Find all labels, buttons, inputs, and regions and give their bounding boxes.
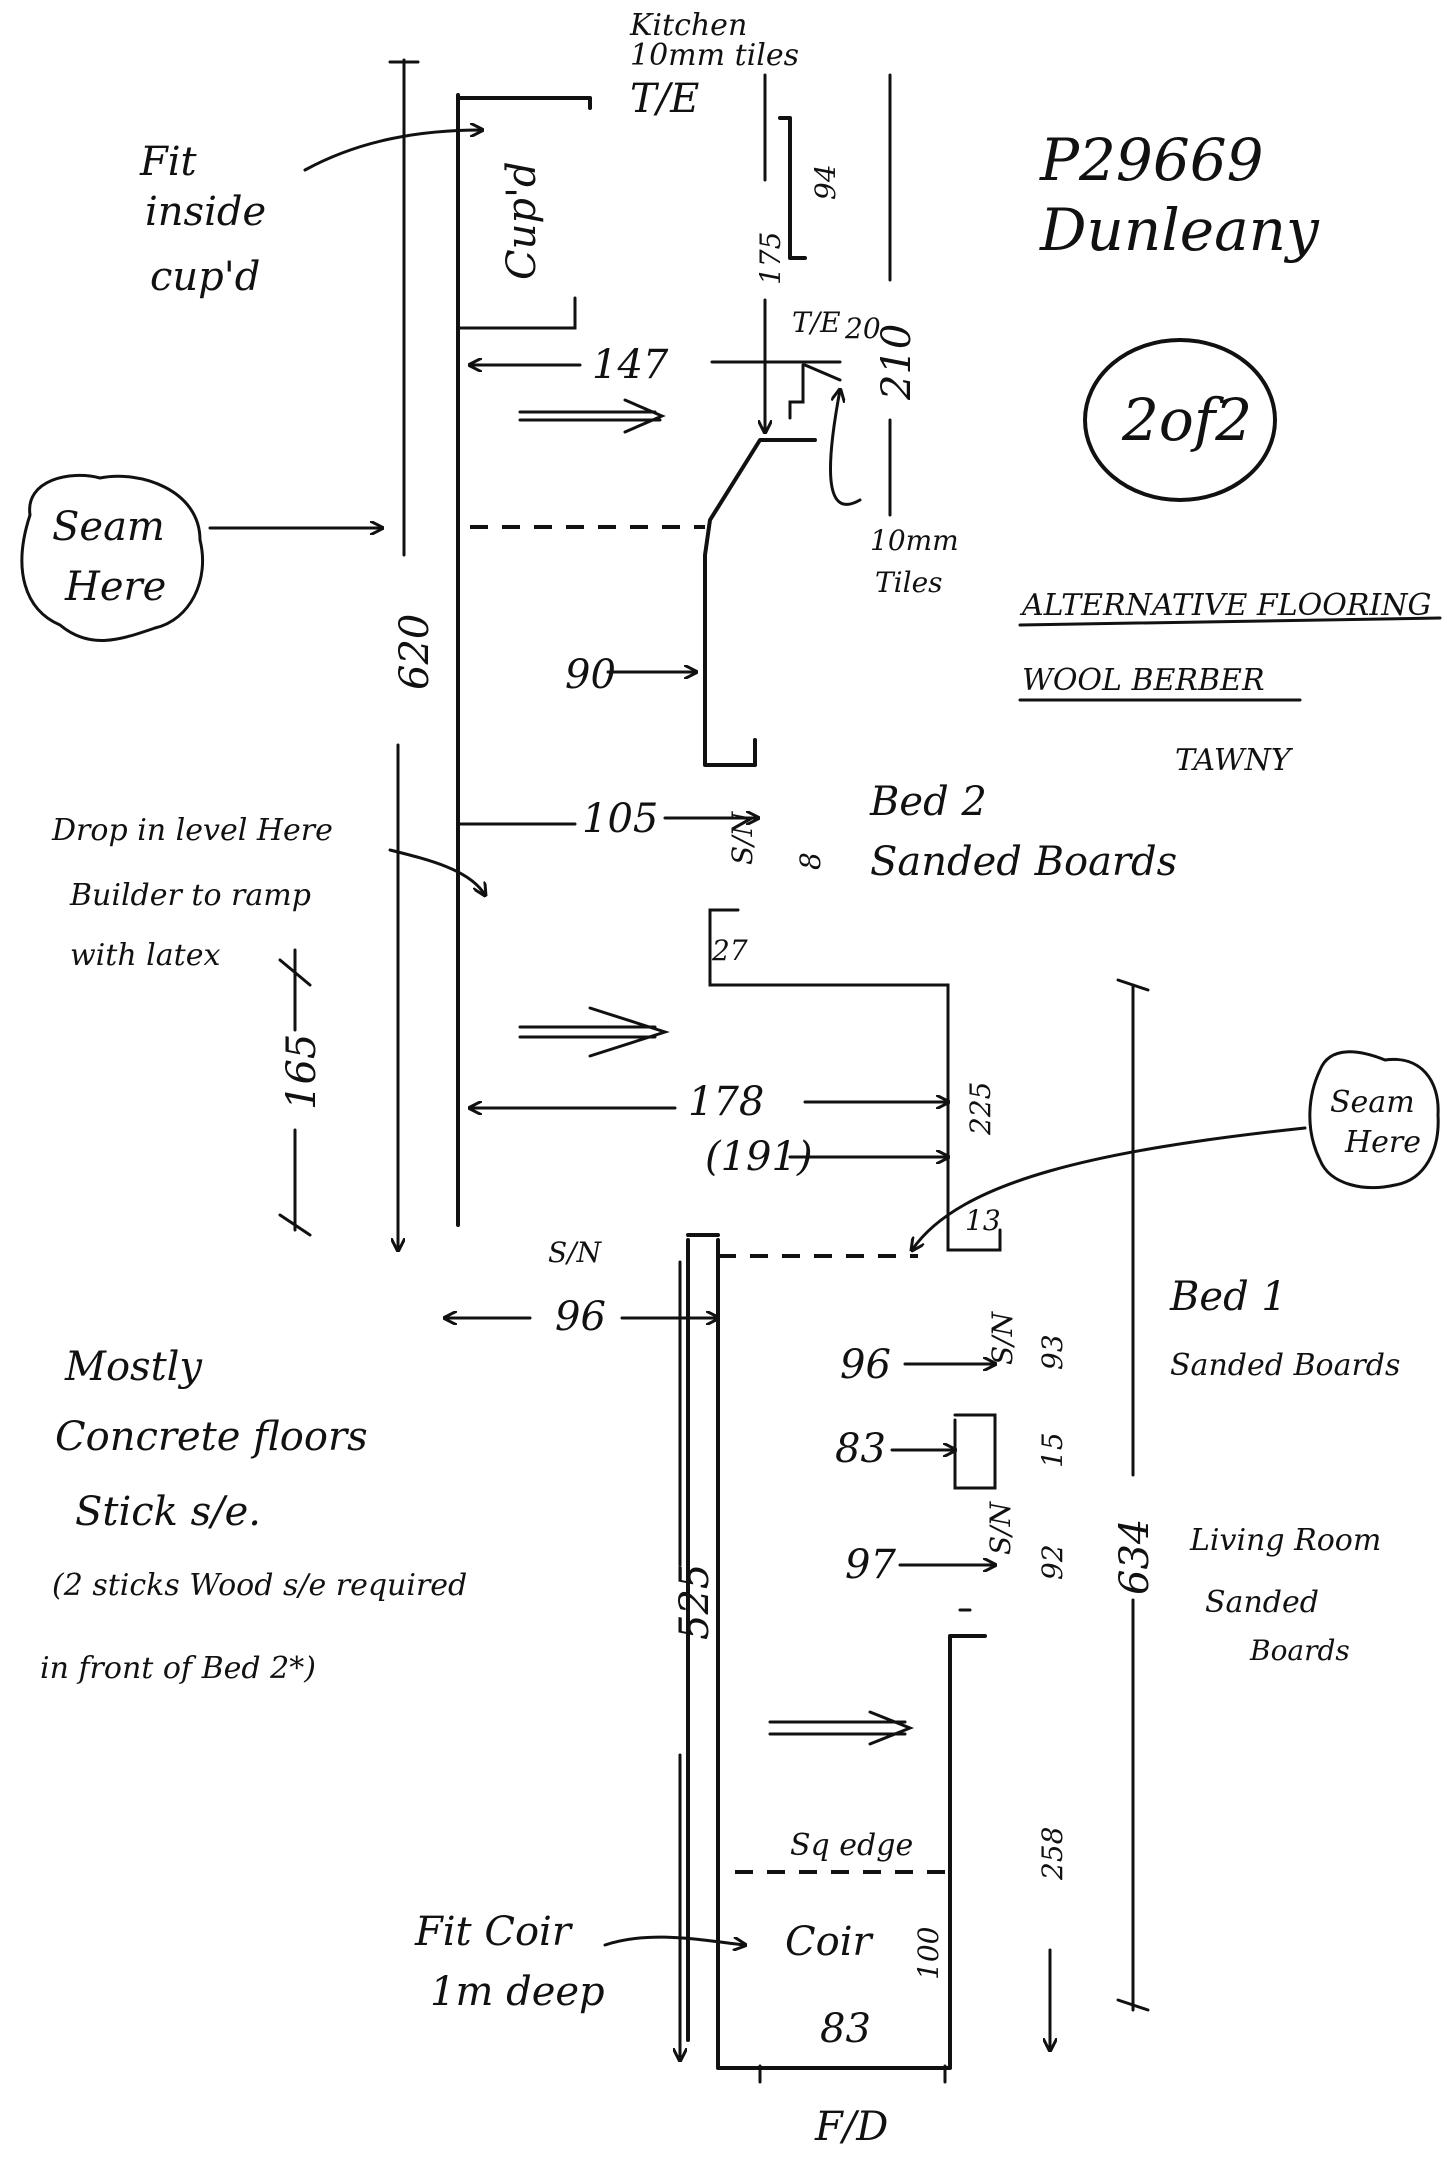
- dim-634: 634: [1112, 1519, 1158, 1595]
- flooring-colour: TAWNY: [1175, 743, 1294, 778]
- tiles-label: Tiles: [875, 566, 943, 599]
- sn-label-bed1: S/N: [986, 1310, 1019, 1365]
- flooring-underline: [1018, 616, 1442, 627]
- room-outline: [456, 93, 1002, 2070]
- sn-label-living: S/N: [984, 1500, 1017, 1555]
- dim-27: 27: [711, 934, 748, 967]
- seam-left-line1: Seam: [52, 504, 165, 550]
- drop-line3: with latex: [70, 938, 220, 973]
- fd-label: F/D: [814, 2104, 888, 2150]
- concrete-line5: in front of Bed 2*): [40, 1651, 316, 1686]
- kitchen-te-label: T/E: [630, 76, 699, 122]
- dim-100: 100: [912, 1927, 945, 1980]
- living-room-label: Living Room: [1189, 1523, 1381, 1558]
- coir-label: Coir: [785, 1919, 874, 1965]
- dim-92: 92: [1036, 1544, 1069, 1580]
- concrete-line1: Mostly: [64, 1344, 203, 1390]
- bed2-floor-label: Sanded Boards: [870, 839, 1177, 885]
- dim-13: 13: [965, 1204, 1001, 1237]
- concrete-line3: Stick s/e.: [75, 1489, 261, 1535]
- fit-inside-line2: inside: [145, 189, 266, 235]
- seam-left-line2: Here: [64, 564, 166, 610]
- dim-90: 90: [565, 652, 616, 698]
- dim-93: 93: [1036, 1334, 1069, 1370]
- drop-line2: Builder to ramp: [69, 878, 311, 913]
- drop-line1: Drop in level Here: [51, 813, 333, 848]
- sn-label-left: S/N: [548, 1236, 603, 1269]
- living-room-boards-label: Boards: [1249, 1634, 1350, 1667]
- dim-178: 178: [688, 1079, 764, 1125]
- dim-94: 94: [809, 164, 842, 200]
- flooring-range: WOOL BERBER: [1022, 663, 1265, 698]
- seam-cloud-right: [1308, 1050, 1440, 1189]
- kitchen-label: Kitchen: [629, 8, 747, 43]
- bed1-floor-label: Sanded Boards: [1170, 1348, 1400, 1383]
- sheet-number: 2of2: [1121, 386, 1252, 454]
- concrete-line2: Concrete floors: [55, 1414, 368, 1460]
- dim-20: 20: [844, 312, 881, 345]
- dim-96-left: 96: [555, 1294, 606, 1340]
- seam-right-line1: Seam: [1330, 1085, 1415, 1120]
- leader-arrows: [208, 130, 1307, 1945]
- concrete-line4: (2 sticks Wood s/e required: [52, 1568, 467, 1603]
- dim-191: (191): [705, 1134, 813, 1180]
- seam-cloud-left: [20, 473, 205, 642]
- job-ref: P29669: [1039, 126, 1264, 194]
- dim-105: 105: [582, 796, 658, 842]
- dim-83-top: 83: [835, 1426, 886, 1472]
- measure-arrows: [445, 362, 995, 1565]
- fit-coir-line1: Fit Coir: [414, 1909, 574, 1955]
- flooring-type: ALTERNATIVE FLOORING: [1019, 588, 1431, 623]
- job-name: Dunleany: [1039, 196, 1320, 264]
- dim-175: 175: [754, 232, 787, 285]
- sn-label-bed2: S/N: [726, 810, 759, 865]
- tiles-10mm-label: 10mm: [870, 524, 959, 557]
- te-label: T/E: [792, 306, 841, 339]
- pile-direction-arrows: [518, 398, 915, 1746]
- seam-right-line2: Here: [1344, 1125, 1421, 1160]
- sheet-number-circle: [1083, 338, 1277, 502]
- fit-coir-line2: 1m deep: [430, 1969, 605, 2015]
- dim-165: 165: [279, 1034, 325, 1110]
- dim-8: 8: [794, 852, 827, 870]
- dim-620: 620: [392, 614, 438, 690]
- kitchen-tiles-label: 10mm tiles: [630, 38, 799, 73]
- dim-210: 210: [874, 324, 920, 401]
- dim-147: 147: [592, 342, 669, 388]
- dim-258: 258: [1036, 1827, 1069, 1881]
- dimension-lines: [278, 58, 1150, 2084]
- bed2-label: Bed 2: [869, 779, 987, 825]
- dim-15: 15: [1036, 1432, 1069, 1468]
- fit-inside-line1: Fit: [139, 139, 198, 185]
- dim-97: 97: [845, 1542, 896, 1588]
- dim-96-right: 96: [840, 1342, 891, 1388]
- sq-edge-label: Sq edge: [790, 1828, 913, 1863]
- bed1-label: Bed 1: [1169, 1274, 1287, 1320]
- dim-83-bottom: 83: [820, 2006, 871, 2052]
- cupd-label: Cup'd: [499, 161, 545, 280]
- dim-525: 525: [672, 1564, 718, 1640]
- fit-inside-line3: cup'd: [150, 254, 260, 300]
- dim-225: 225: [964, 1082, 997, 1136]
- living-room-floor-label: Sanded: [1205, 1585, 1319, 1620]
